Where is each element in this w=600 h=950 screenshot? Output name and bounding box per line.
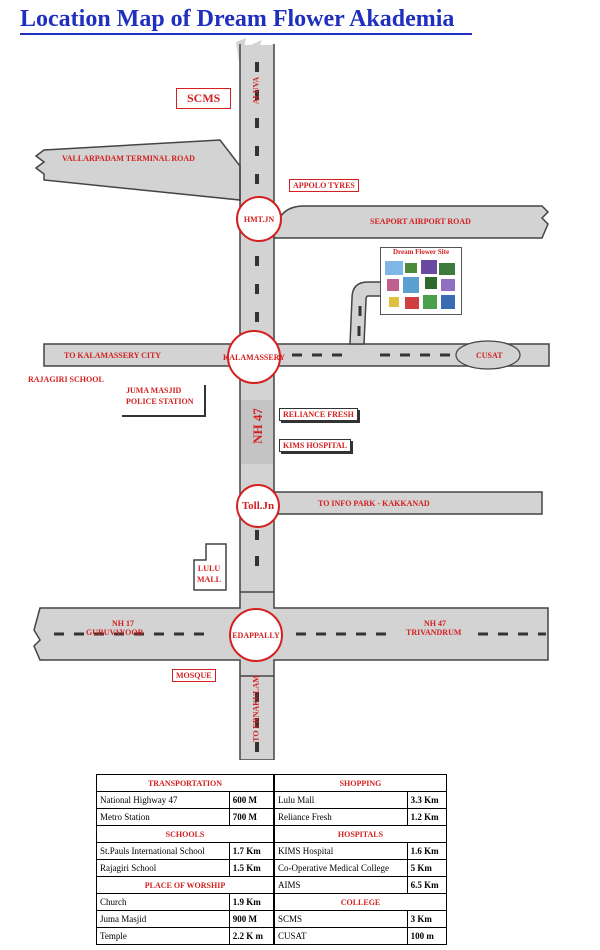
trivandrum-label: TRIVANDRUM xyxy=(406,628,462,637)
seaport-road-label: SEAPORT AIRPORT ROAD xyxy=(370,217,471,226)
toll-junction-label: Toll.Jn xyxy=(241,500,275,512)
site-plan-graphic xyxy=(385,260,455,309)
kalamassery-junction[interactable]: KALAMASSERY xyxy=(223,330,285,384)
cusat-road-label: CUSAT xyxy=(476,351,503,360)
nh47-main-label: NH 47 xyxy=(250,408,265,444)
schools-header: SCHOOLS xyxy=(96,825,274,843)
scms-landmark[interactable]: SCMS xyxy=(176,88,232,109)
shopping-header: SHOPPING xyxy=(274,774,447,792)
hmt-junction[interactable]: HMT.JN xyxy=(236,196,282,242)
info-park-road-label: TO INFO PARK - KAKKANAD xyxy=(318,499,430,508)
cusat-roundabout xyxy=(455,340,521,370)
lulu-mall-building xyxy=(193,543,227,591)
hmt-junction-label: HMT.JN xyxy=(243,214,275,224)
kims-hospital-landmark[interactable]: KIMS HOSPITAL xyxy=(279,439,352,452)
nh17-label: NH 17 xyxy=(112,619,134,628)
mosque-landmark[interactable]: MOSQUE xyxy=(172,669,216,682)
title-underline xyxy=(20,33,472,35)
page-title: Location Map of Dream Flower Akademia xyxy=(20,6,455,32)
kalamassery-junction-label: KALAMASSERY xyxy=(223,352,285,362)
police-station-landmark: POLICE STATION xyxy=(126,397,194,406)
guruvayoor-label: GURUVAYOOR xyxy=(86,628,144,637)
transportation-header: TRANSPORTATION xyxy=(96,774,274,792)
toll-junction[interactable]: Toll.Jn xyxy=(236,484,280,528)
edappally-junction-label: EDAPPALLY xyxy=(232,630,280,640)
appolo-tyres-landmark[interactable]: APPOLO TYRES xyxy=(289,179,359,192)
lulu-label-line-1: LULU xyxy=(197,564,221,573)
juma-masjid-police-box[interactable]: JUMA MASJID POLICE STATION xyxy=(122,385,206,417)
to-ernakulam-label: TO ERNAKULAM xyxy=(251,675,261,742)
aluva-label: ALUVA xyxy=(251,76,261,105)
kalamassery-road-label: TO KALAMASSERY CITY xyxy=(64,351,162,360)
juma-masjid-landmark: JUMA MASJID xyxy=(126,386,182,395)
nh47-east-label: NH 47 xyxy=(424,619,446,628)
edappally-road xyxy=(33,591,549,677)
worship-header: PLACE OF WORSHIP xyxy=(96,876,274,894)
vallarpadam-road-label: VALLARPADAM TERMINAL ROAD xyxy=(62,154,195,163)
lulu-label-line-2: MALL xyxy=(197,575,221,584)
site-label: Dream Flower Site xyxy=(392,248,450,256)
vallarpadam-road xyxy=(34,139,241,201)
college-header: COLLEGE xyxy=(274,893,447,911)
lulu-mall-landmark[interactable]: LULU MALL xyxy=(194,563,224,585)
dream-flower-site[interactable]: Dream Flower Site xyxy=(380,247,462,315)
hospitals-header: HOSPITALS xyxy=(274,825,447,843)
site-access-lane xyxy=(349,281,383,345)
reliance-fresh-landmark[interactable]: RELIANCE FRESH xyxy=(279,408,358,421)
rajagiri-school-landmark[interactable]: RAJAGIRI SCHOOL xyxy=(28,375,104,384)
edappally-junction[interactable]: EDAPPALLY xyxy=(229,608,283,662)
